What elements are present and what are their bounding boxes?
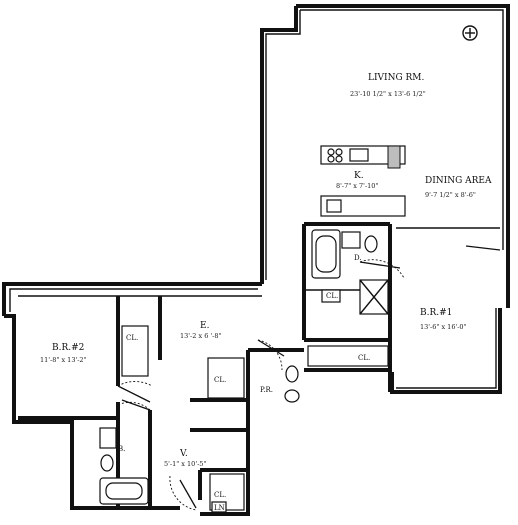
entry-label: E.: [200, 321, 210, 331]
powder-room-fixtures: [284, 365, 300, 403]
sink-icon: [341, 231, 361, 249]
second-bath-fixtures: [99, 427, 149, 505]
kitchen-dims: 8'-7" x 7'-10": [336, 182, 378, 190]
closet-shelf-icon: [321, 289, 341, 303]
bedroom2-label: B.R.#2: [52, 343, 84, 353]
living-room-dims: 23'-10 1/2" x 13'-6 1/2": [350, 90, 426, 98]
stove-burner-icon: [327, 148, 335, 156]
doors: [117, 245, 501, 511]
closet-br2: [121, 325, 149, 377]
closet-label-br1: CL.: [358, 354, 370, 362]
sink-icon: [284, 389, 300, 403]
entry-dims: 13'-2 x 6 '-8": [180, 332, 222, 340]
stove-burner-icon: [335, 148, 343, 156]
bedroom1-label: B.R.#1: [420, 308, 452, 318]
kitchen-label: K.: [354, 171, 364, 181]
kitchen-counters: [320, 145, 406, 217]
compass-marker-icon: [462, 25, 478, 41]
refrigerator-icon: [387, 145, 401, 169]
master-bath-fixtures: [311, 229, 389, 315]
bathtub-basin-icon: [105, 482, 143, 500]
laundry-box: [211, 501, 227, 513]
bathtub-basin-icon: [315, 235, 337, 273]
dining-area-dims: 9'-7 1/2" x 8'-6": [425, 191, 476, 199]
closet-entry: [207, 357, 245, 399]
vestibule-dims: 5'-1" x 10'-5": [164, 460, 206, 468]
closet-br1: [307, 345, 389, 367]
bedroom2-dims: 11'-8" x 13'-2": [40, 356, 87, 364]
bedroom1-dims: 13'-6" x 16'-0": [420, 323, 467, 331]
kitchen-sink-icon: [349, 148, 369, 162]
closet-label-dressing: CL.: [326, 292, 338, 300]
dressing-label: D.: [354, 254, 362, 262]
vestibule-label: V.: [179, 449, 188, 459]
dishwasher-icon: [326, 199, 342, 213]
living-room-label: LIVING RM.: [368, 73, 425, 83]
interior-walls: [18, 222, 500, 506]
toilet-icon: [364, 235, 378, 253]
dining-area-label: DINING AREA: [425, 176, 492, 186]
exterior-walls: [2, 4, 510, 516]
laundry-label: LN: [214, 504, 225, 512]
toilet-icon: [100, 454, 114, 472]
closet-label-entry: CL.: [214, 376, 226, 384]
closets: [121, 325, 389, 513]
sink-icon: [99, 427, 117, 449]
kitchen-counter-lower: [320, 195, 406, 217]
powder-room-label: P.R.: [260, 386, 273, 394]
toilet-icon: [285, 365, 299, 383]
stove-burner-icon: [327, 155, 335, 163]
stove-burner-icon: [335, 155, 343, 163]
closet-label-br2: CL.: [126, 334, 138, 342]
closet-label-vestibule: CL.: [214, 491, 226, 499]
bath-label: B.: [118, 445, 125, 453]
